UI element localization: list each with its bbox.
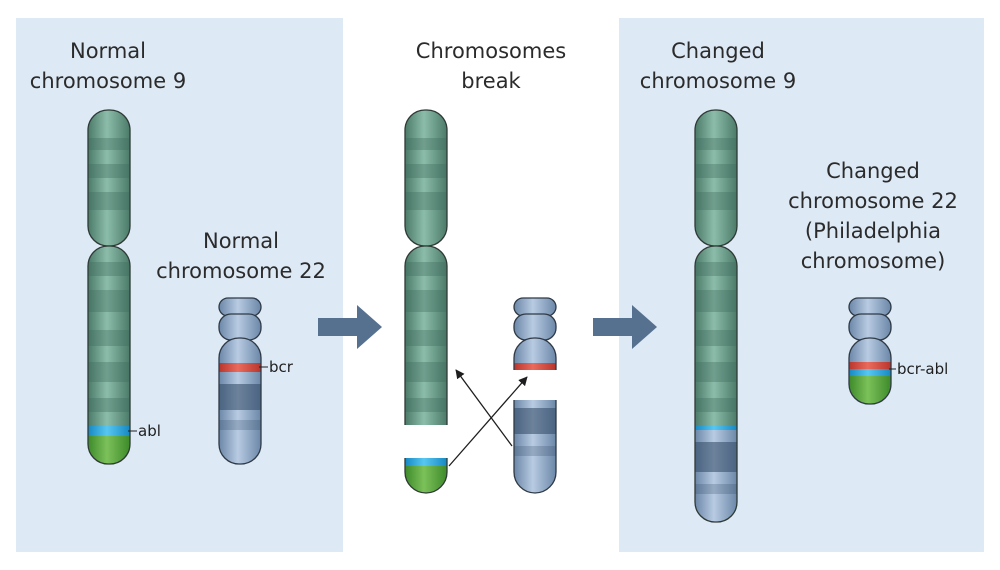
philadelphia-chromosome [848, 297, 896, 405]
exchange-arrow-to-22 [448, 376, 528, 467]
exchange-arrow-to-9 [455, 369, 513, 447]
left-panel-background [16, 18, 343, 552]
bcr-abl-fusion-band [849, 362, 891, 369]
abl-gene-band [88, 426, 130, 436]
normal-chromosome-9 [87, 109, 137, 465]
right-panel-background [619, 18, 984, 552]
abl-label: abl [138, 422, 161, 440]
changed-chromosome-9-title: Changed chromosome 9 [639, 39, 797, 93]
abl-fragment [405, 458, 447, 493]
chromosomes-break-title: Chromosomes break [415, 39, 567, 93]
bcr-label: bcr [269, 358, 293, 376]
normal-chromosome-22-title: Normal chromosome 22 [156, 229, 326, 283]
chromosome-22-lower-fragment [514, 400, 556, 493]
normal-chromosome-9-title: Normal chromosome 9 [29, 39, 187, 93]
bcr-abl-label: bcr-abl [897, 360, 949, 378]
bcr-gene-band [219, 363, 261, 372]
changed-chromosome-22-title: Changed chromosome 22 (Philadelphia chro… [788, 159, 958, 273]
step-arrow-1 [318, 305, 382, 349]
step-arrow-2 [593, 305, 657, 349]
breaking-chromosome-9 [404, 109, 448, 494]
normal-chromosome-22 [218, 297, 268, 465]
changed-chromosome-9 [694, 109, 738, 523]
breaking-chromosome-22 [513, 297, 557, 494]
